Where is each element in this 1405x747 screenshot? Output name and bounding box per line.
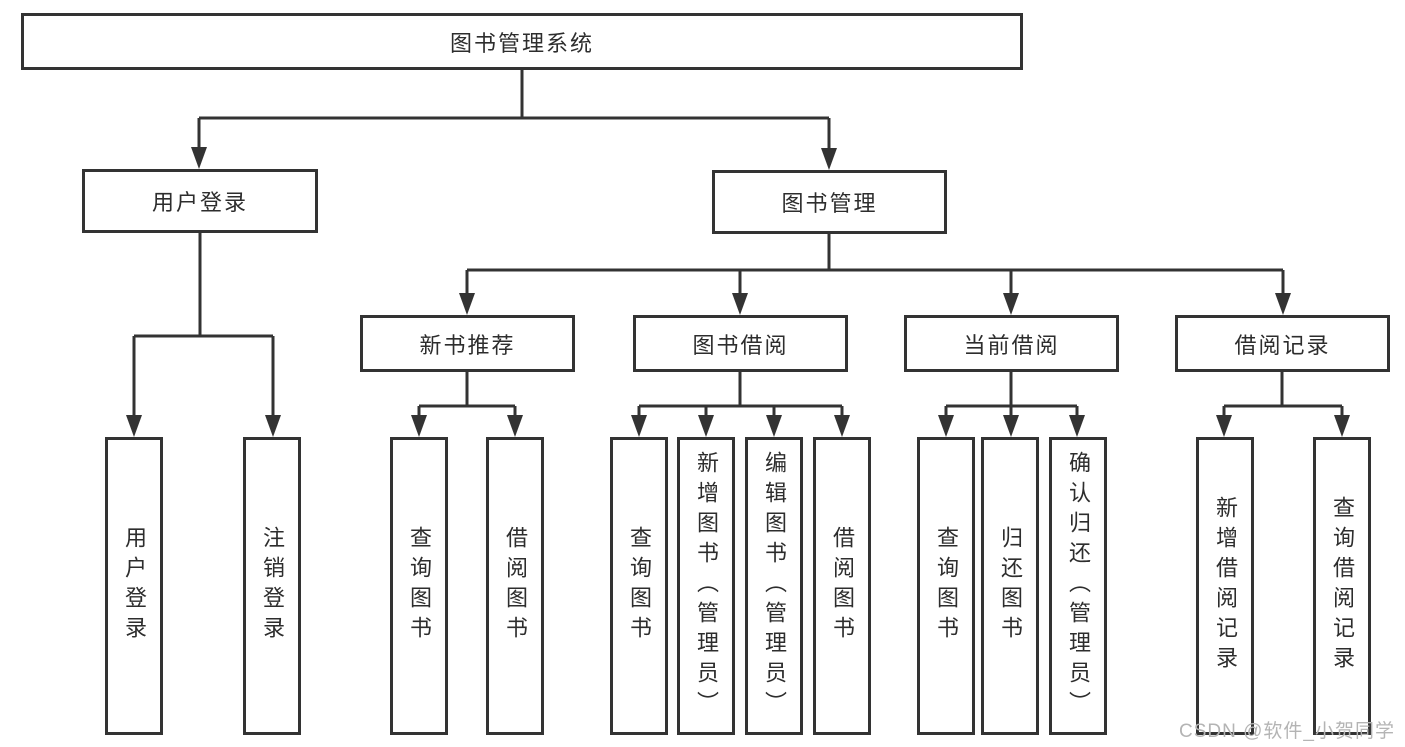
leaf-borrowing-edit-books-admin-label: 编辑图书（管理员） xyxy=(762,451,787,721)
leaf-current-query-books: 查询图书 xyxy=(917,437,975,735)
node-current-borrowing: 当前借阅 xyxy=(904,315,1119,372)
leaf-user-login: 用户登录 xyxy=(105,437,163,735)
leaf-recommend-borrow-books-label: 借阅图书 xyxy=(503,526,528,646)
leaf-current-confirm-return-admin-label: 确认归还（管理员） xyxy=(1066,451,1091,721)
leaf-records-add-record: 新增借阅记录 xyxy=(1196,437,1254,735)
leaf-borrowing-query-books-label: 查询图书 xyxy=(627,526,652,646)
node-new-book-recommend: 新书推荐 xyxy=(360,315,575,372)
leaf-records-query-record-label: 查询借阅记录 xyxy=(1330,496,1355,676)
node-root-system: 图书管理系统 xyxy=(21,13,1023,70)
leaf-current-return-books: 归还图书 xyxy=(981,437,1039,735)
node-book-management-label: 图书管理 xyxy=(781,191,878,216)
leaf-borrowing-edit-books-admin: 编辑图书（管理员） xyxy=(745,437,803,735)
leaf-logout: 注销登录 xyxy=(243,437,301,735)
leaf-current-query-books-label: 查询图书 xyxy=(934,526,959,646)
node-root-label: 图书管理系统 xyxy=(449,30,594,56)
leaf-recommend-query-books-label: 查询图书 xyxy=(407,526,432,646)
leaf-borrowing-add-books-admin: 新增图书（管理员） xyxy=(677,437,735,735)
node-book-borrowing-label: 图书借阅 xyxy=(692,332,789,358)
node-book-borrowing: 图书借阅 xyxy=(633,315,848,372)
arrowheads xyxy=(126,147,1350,437)
node-borrowing-records-label: 借阅记录 xyxy=(1234,332,1331,358)
leaf-borrowing-add-books-admin-label: 新增图书（管理员） xyxy=(694,451,719,721)
csdn-watermark: CSDN @软件_小贺同学 xyxy=(1179,721,1395,742)
leaf-recommend-query-books: 查询图书 xyxy=(390,437,448,735)
node-user-login-label: 用户登录 xyxy=(151,190,248,215)
leaf-current-confirm-return-admin: 确认归还（管理员） xyxy=(1049,437,1107,735)
node-current-borrowing-label: 当前借阅 xyxy=(963,332,1060,358)
node-user-login: 用户登录 xyxy=(82,169,318,233)
node-book-management: 图书管理 xyxy=(712,170,947,234)
leaf-records-add-record-label: 新增借阅记录 xyxy=(1213,496,1238,676)
leaf-borrowing-query-books: 查询图书 xyxy=(610,437,668,735)
node-new-book-recommend-label: 新书推荐 xyxy=(419,332,516,358)
leaf-records-query-record: 查询借阅记录 xyxy=(1313,437,1371,735)
leaf-logout-label: 注销登录 xyxy=(260,526,285,646)
leaf-borrowing-borrow-books: 借阅图书 xyxy=(813,437,871,735)
leaf-user-login-label: 用户登录 xyxy=(122,526,147,646)
leaf-recommend-borrow-books: 借阅图书 xyxy=(486,437,544,735)
node-borrowing-records: 借阅记录 xyxy=(1175,315,1390,372)
leaf-borrowing-borrow-books-label: 借阅图书 xyxy=(830,526,855,646)
leaf-current-return-books-label: 归还图书 xyxy=(998,526,1023,646)
